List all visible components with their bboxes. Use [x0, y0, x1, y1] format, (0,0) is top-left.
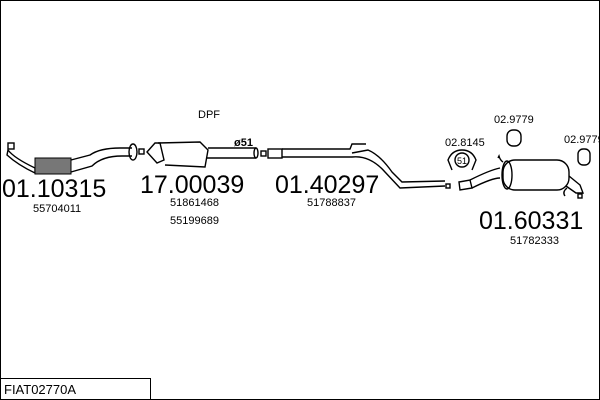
oem-number-1: 55704011	[33, 203, 81, 215]
rubber-mount-drawing	[506, 129, 591, 166]
part-number-1: 01.10315	[2, 175, 106, 203]
clamp-size-label: 51	[457, 156, 467, 166]
front-pipe-drawing	[6, 142, 145, 175]
dpf-label: DPF	[198, 109, 220, 121]
accessory-number-3: 02.9779	[564, 134, 600, 146]
clamp-drawing: 51	[447, 149, 477, 171]
accessory-number-1: 02.8145	[445, 137, 485, 149]
dpf-drawing	[146, 141, 267, 168]
part-number-4: 01.60331	[479, 207, 583, 235]
reference-code: FIAT02770A	[4, 382, 76, 397]
oem-number-2b: 55199689	[170, 215, 219, 227]
diameter-label: ø51	[234, 137, 253, 149]
oem-number-4: 51782333	[510, 235, 559, 247]
accessory-number-2: 02.9779	[494, 114, 534, 126]
part-number-2: 17.00039	[140, 171, 244, 199]
oem-number-3: 51788837	[307, 197, 356, 209]
part-number-3: 01.40297	[275, 171, 379, 199]
oem-number-2a: 51861468	[170, 197, 219, 209]
rear-muffler-drawing	[458, 153, 585, 199]
middle-pipe-drawing	[267, 143, 451, 189]
